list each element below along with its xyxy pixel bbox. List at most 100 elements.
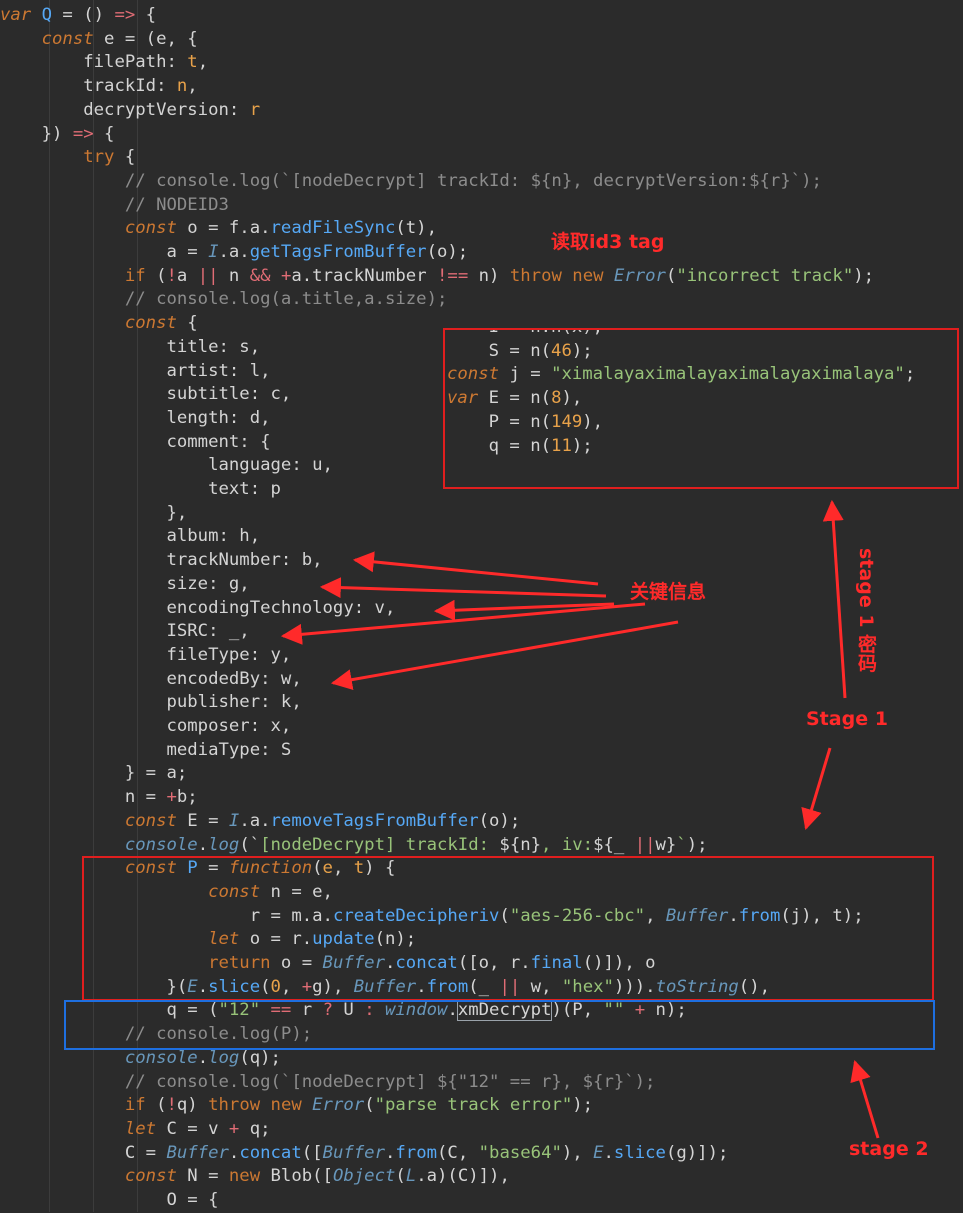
code-token: length: d, — [0, 407, 271, 428]
code-token: throw new — [509, 265, 614, 286]
code-token: + — [634, 1000, 646, 1021]
code-line: }, — [0, 502, 187, 526]
code-line: encodedBy: w, — [0, 668, 301, 692]
code-token: Buffer — [166, 1142, 229, 1163]
code-token: log — [208, 1047, 240, 1068]
code-token: ( — [665, 265, 677, 286]
code-token: r = m.a. — [0, 905, 333, 926]
code-token: { — [93, 123, 115, 144]
code-token: E — [593, 1142, 604, 1163]
code-token: const — [0, 1166, 188, 1187]
inset-code-line: P = n(149), — [447, 411, 603, 435]
code-token: n = — [0, 787, 167, 808]
code-line: }) => { — [0, 123, 115, 147]
code-token: "12" — [218, 1000, 261, 1021]
code-token: from — [395, 1142, 438, 1163]
code-token: )(P, — [551, 1000, 604, 1021]
code-token: ); — [853, 265, 875, 286]
code-token: getTagsFromBuffer — [249, 242, 427, 262]
code-token: composer: x, — [0, 716, 292, 736]
code-token: (o); — [426, 242, 469, 262]
code-line: var Q = () => { — [0, 4, 156, 28]
code-line: filePath: t, — [0, 51, 208, 75]
code-token: E = n( — [488, 388, 552, 409]
code-line: } = a; — [0, 762, 187, 786]
code-token: // console.log(a.title,a.size); — [0, 289, 448, 310]
code-line: console.log(`[nodeDecrypt] trackId: ${n}… — [0, 834, 708, 858]
code-line: const N = new Blob([Object(L.a)(C)]), — [0, 1165, 510, 1189]
code-token: e = (e, { — [104, 28, 198, 49]
code-token: t — [353, 858, 365, 879]
key-definition-inset: I = n.n(x), S = n(46);const j = "ximalay… — [443, 328, 959, 489]
code-token: n); — [645, 1000, 687, 1021]
arrow-to-tracknumber — [352, 551, 599, 586]
code-token: , — [645, 905, 666, 926]
code-token: if — [0, 1095, 157, 1116]
code-token: }, — [0, 502, 188, 523]
code-line: try { — [0, 146, 135, 170]
arrow-stage2-up — [850, 1059, 880, 1139]
code-token: w} — [655, 834, 677, 855]
code-token: b; — [176, 787, 198, 808]
code-token: removeTagsFromBuffer — [270, 810, 479, 831]
code-token: filePath: — [0, 52, 188, 73]
code-token: P — [187, 858, 198, 879]
code-token: concat — [395, 953, 458, 973]
code-line: fileType: y, — [0, 644, 291, 668]
code-token: ` — [676, 834, 687, 855]
code-line: mediaType: S — [0, 739, 291, 763]
code-token: . — [197, 976, 209, 997]
code-token: S = n( — [447, 340, 552, 361]
code-token: throw new — [208, 1095, 313, 1116]
code-token: . — [228, 1142, 240, 1163]
annotation-stage1: Stage 1 — [806, 708, 888, 730]
code-token: ! — [166, 1095, 177, 1116]
code-token: q = n( — [447, 435, 552, 456]
code-token: new — [228, 1166, 271, 1187]
code-token: { — [124, 147, 136, 168]
code-token: o = f.a. — [187, 218, 271, 239]
code-token: toString — [655, 976, 739, 997]
code-token: fileType: y, — [0, 644, 292, 665]
code-token: (` — [239, 834, 261, 855]
code-token: var — [0, 5, 42, 25]
code-token: . — [385, 1142, 396, 1163]
code-token: { — [187, 313, 198, 334]
code-token: return — [0, 953, 281, 973]
code-token: (_ — [468, 976, 500, 997]
code-token: trackId: — [0, 76, 177, 97]
code-line: composer: x, — [0, 715, 291, 739]
code-line: subtitle: c, — [0, 383, 291, 407]
inset-code-line: const j = "ximalayaximalayaximalayaximal… — [447, 363, 915, 387]
code-token: trackNumber: b, — [0, 550, 323, 571]
annotation-stage2: stage 2 — [849, 1138, 929, 1160]
code-line: let C = v + q; — [0, 1118, 271, 1142]
code-token: ([ — [301, 1142, 323, 1163]
code-token: from — [738, 905, 781, 926]
code-line: const o = f.a.readFileSync(t), — [0, 217, 437, 241]
code-token: ); — [571, 340, 593, 361]
code-token: artist: l, — [0, 360, 271, 381]
code-line: const e = (e, { — [0, 28, 198, 52]
code-token: => — [114, 5, 136, 25]
inset-code-line: I = n.n(x), — [447, 330, 603, 340]
code-line: if (!q) throw new Error("parse track err… — [0, 1094, 593, 1118]
code-token: E — [187, 976, 198, 997]
code-token: from — [426, 976, 469, 997]
code-token: readFileSync — [270, 218, 396, 239]
code-token: . — [416, 976, 427, 997]
arrow-to-encodingtechnology — [433, 599, 615, 621]
code-token: ), — [582, 411, 604, 432]
code-token: .a. — [218, 242, 250, 262]
code-token: ? — [322, 1000, 333, 1021]
code-line: let o = r.update(n); — [0, 928, 416, 952]
code-token: => — [72, 123, 94, 144]
code-token: U — [332, 1000, 365, 1021]
code-line: size: g, — [0, 573, 249, 597]
code-token: + — [301, 976, 313, 997]
code-token: ( — [395, 1166, 406, 1187]
code-token: try — [0, 147, 125, 168]
code-line: C = Buffer.concat([Buffer.from(C, "base6… — [0, 1142, 729, 1166]
